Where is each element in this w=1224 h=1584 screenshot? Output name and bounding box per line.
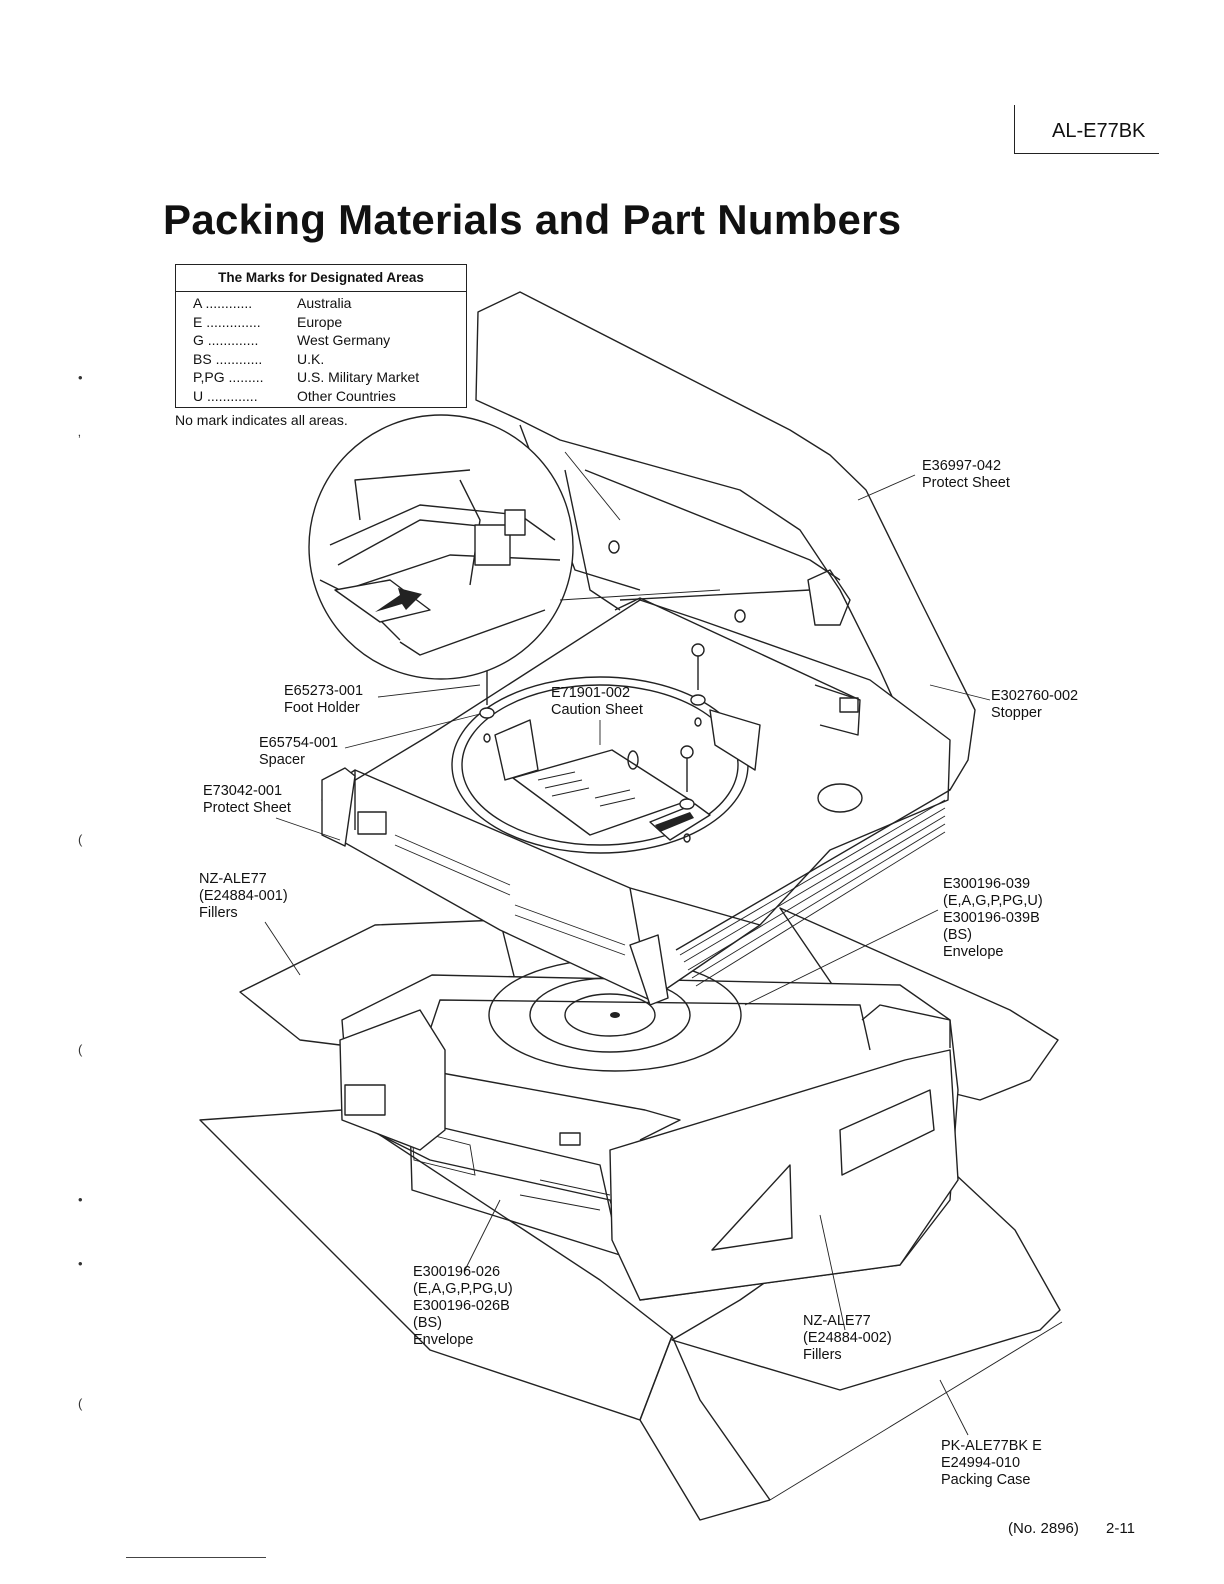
- part-number: NZ-ALE77: [199, 871, 267, 887]
- area-code: P,PG .........: [193, 369, 264, 385]
- callout-fillers-top: NZ-ALE77 (E24884-001) Fillers: [199, 871, 288, 922]
- area-codes: (BS): [413, 1315, 442, 1331]
- part-description: Stopper: [991, 705, 1042, 721]
- margin-mark: (: [78, 832, 83, 847]
- callout-caution-sheet: E71901-002 Caution Sheet: [551, 685, 643, 719]
- area-name: West Germany: [297, 332, 391, 348]
- area-code: E ..............: [193, 313, 261, 330]
- part-code: E24994-010: [941, 1455, 1021, 1471]
- callout-stopper: E302760-002 Stopper: [991, 688, 1078, 722]
- footer-rule: [126, 1557, 266, 1558]
- part-code: (E24884-002): [803, 1330, 892, 1346]
- area-name: Australia: [297, 295, 352, 311]
- callout-envelope-right: E300196-039 (E,A,G,P,PG,U) E300196-039B …: [943, 876, 1043, 961]
- part-description: Fillers: [803, 1347, 842, 1363]
- callout-fillers-bottom: NZ-ALE77 (E24884-002) Fillers: [803, 1313, 892, 1364]
- area-code: G .............: [193, 332, 259, 348]
- main-unit-drawing: [321, 589, 951, 1006]
- callout-spacer: E65754-001 Spacer: [259, 735, 338, 769]
- table-row: E .............. Europe: [176, 313, 466, 332]
- table-row: BS ............ U.K.: [176, 350, 466, 369]
- part-code: (E24884-001): [199, 888, 288, 904]
- model-header-box: [1014, 105, 1159, 154]
- margin-mark: •: [78, 1256, 83, 1271]
- callout-protect-sheet-top: E36997-042 Protect Sheet: [922, 458, 1010, 492]
- part-description: Foot Holder: [284, 700, 360, 716]
- table-heading: The Marks for Designated Areas: [176, 265, 466, 292]
- part-description: Caution Sheet: [551, 702, 643, 718]
- part-number: E65273-001: [284, 683, 364, 699]
- part-number: E300196-039B: [943, 910, 1040, 926]
- part-description: Protect Sheet: [203, 800, 291, 816]
- area-codes: (E,A,G,P,PG,U): [943, 893, 1043, 909]
- part-number: E302760-002: [991, 688, 1079, 704]
- margin-mark: •: [78, 1192, 83, 1207]
- area-name: U.K.: [297, 350, 325, 367]
- callout-envelope-bottom: E300196-026 (E,A,G,P,PG,U) E300196-026B …: [413, 1264, 513, 1349]
- part-number: NZ-ALE77: [803, 1313, 871, 1329]
- area-code: A ............: [193, 295, 253, 311]
- part-number: E36997-042: [922, 458, 1002, 474]
- part-number: PK-ALE77BK E: [941, 1438, 1042, 1454]
- leader-lines: [264, 684, 969, 1436]
- margin-mark: (: [78, 1396, 83, 1411]
- area-name: Other Countries: [297, 387, 396, 404]
- area-name: Europe: [297, 313, 343, 330]
- part-description: Protect Sheet: [922, 475, 1010, 491]
- no-mark-note: No mark indicates all areas.: [175, 412, 348, 428]
- part-number: E73042-001: [203, 783, 283, 799]
- designated-areas-table: The Marks for Designated Areas A .......…: [175, 264, 467, 408]
- part-number: E300196-026B: [413, 1298, 510, 1314]
- detail-inset-drawing: [308, 414, 721, 680]
- page-number: 2-11: [1106, 1520, 1135, 1537]
- area-codes: (BS): [943, 927, 972, 943]
- part-number: E65754-001: [259, 735, 339, 751]
- part-number: E300196-039: [943, 876, 1031, 892]
- margin-mark: (: [78, 1042, 83, 1057]
- table-row: A ............ Australia: [176, 294, 466, 313]
- table-row: P,PG ......... U.S. Military Market: [176, 368, 466, 387]
- model-number: AL-E77BK: [1052, 120, 1146, 142]
- part-number: E71901-002: [551, 685, 631, 701]
- margin-mark: ʼ: [78, 432, 81, 447]
- table-row: G ............. West Germany: [176, 331, 466, 350]
- callout-packing-case: PK-ALE77BK E E24994-010 Packing Case: [941, 1438, 1042, 1489]
- part-description: Fillers: [199, 905, 238, 921]
- lower-unit-drawing: [339, 958, 959, 1301]
- callout-protect-sheet-side: E73042-001 Protect Sheet: [203, 783, 291, 817]
- document-number: (No. 2896): [1008, 1520, 1079, 1537]
- area-name: U.S. Military Market: [297, 369, 420, 385]
- area-codes: (E,A,G,P,PG,U): [413, 1281, 513, 1297]
- area-code: BS ............: [193, 350, 263, 367]
- part-description: Packing Case: [941, 1472, 1031, 1488]
- part-description: Spacer: [259, 752, 305, 768]
- table-row: U ............. Other Countries: [176, 387, 466, 406]
- margin-mark: •: [78, 370, 83, 385]
- callout-foot-holder: E65273-001 Foot Holder: [284, 683, 363, 717]
- part-description: Envelope: [943, 944, 1004, 960]
- page-title: Packing Materials and Part Numbers: [163, 196, 902, 243]
- part-description: Envelope: [413, 1332, 474, 1348]
- part-number: E300196-026: [413, 1264, 501, 1280]
- area-code: U .............: [193, 387, 258, 404]
